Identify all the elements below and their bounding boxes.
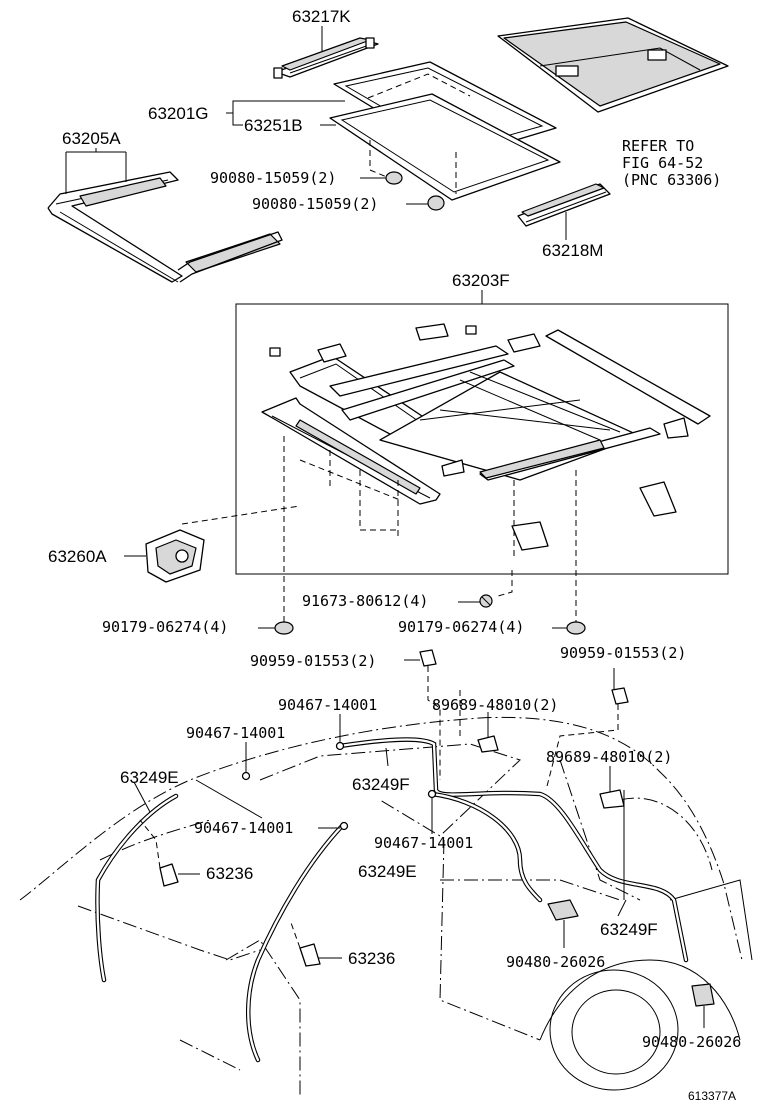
label-63205A: 63205A xyxy=(62,129,121,148)
valve-90480-a xyxy=(547,899,579,921)
label-63203F: 63203F xyxy=(452,271,510,290)
label-63251B: 63251B xyxy=(244,116,303,135)
screw-91673 xyxy=(479,594,493,608)
clip-90080-a xyxy=(385,171,403,185)
drain-hose-63249E-a xyxy=(95,793,179,983)
valve-90480-b xyxy=(691,983,715,1007)
clamp-90467-a xyxy=(335,741,345,751)
sunshade-panel xyxy=(497,17,729,113)
assembly-63203F xyxy=(181,323,711,624)
clip-63236-b xyxy=(299,943,321,967)
rail-63218M xyxy=(517,183,611,227)
label-89689-a: 89689-48010(2) xyxy=(432,696,558,714)
label-89689-b: 89689-48010(2) xyxy=(546,748,672,766)
label-refer-3: (PNC 63306) xyxy=(622,171,721,189)
label-63217K: 63217K xyxy=(292,7,351,26)
label-63201G: 63201G xyxy=(148,104,209,123)
label-90467-c: 90467-14001 xyxy=(194,819,293,837)
label-90467-a: 90467-14001 xyxy=(278,696,377,714)
label-63236-a: 63236 xyxy=(206,864,253,883)
label-refer-2: FIG 64-52 xyxy=(622,154,703,172)
label-90467-d: 90467-14001 xyxy=(374,834,473,852)
label-63249F-a: 63249F xyxy=(352,775,410,794)
clamp-90467-c xyxy=(339,821,349,831)
label-90080-b: 90080-15059(2) xyxy=(252,195,378,213)
label-90080-a: 90080-15059(2) xyxy=(210,169,336,187)
label-63249F-b: 63249F xyxy=(600,920,658,939)
motor-63260A xyxy=(145,529,205,583)
label-63218M: 63218M xyxy=(542,241,603,260)
drain-hose-63249F-a xyxy=(337,737,689,963)
car-body xyxy=(19,716,753,1096)
nut-90179-b xyxy=(566,621,586,635)
clip-63236-a xyxy=(159,863,179,887)
grommet-89689-a xyxy=(477,735,499,753)
label-90480-a: 90480-26026 xyxy=(506,953,605,971)
label-63236-b: 63236 xyxy=(348,949,395,968)
clamp-90467-b xyxy=(241,771,251,781)
clip-90959-a xyxy=(419,649,437,667)
label-90959-a: 90959-01553(2) xyxy=(250,652,376,670)
clip-90080-b xyxy=(427,195,445,211)
nut-90179-a xyxy=(274,621,294,635)
label-90959-b: 90959-01553(2) xyxy=(560,644,686,662)
label-63249E-b: 63249E xyxy=(358,862,417,881)
label-90480-b: 90480-26026 xyxy=(642,1033,741,1051)
label-63249E-a: 63249E xyxy=(120,768,179,787)
label-refer-1: REFER TO xyxy=(622,137,694,155)
weatherstrip-63251B xyxy=(329,93,561,201)
figure-number: 613377A xyxy=(688,1089,736,1103)
label-90179-a: 90179-06274(4) xyxy=(102,618,228,636)
label-90467-b: 90467-14001 xyxy=(186,724,285,742)
label-63260A: 63260A xyxy=(48,547,107,566)
clip-90959-b xyxy=(611,687,629,705)
frame-63205A xyxy=(47,171,283,283)
drain-hose-63249F-b xyxy=(429,791,543,903)
label-91673: 91673-80612(4) xyxy=(302,592,428,610)
clamp-90467-d xyxy=(427,789,437,799)
grommet-89689-b xyxy=(599,789,625,809)
drain-hose-63249E-b xyxy=(246,823,345,1063)
label-90179-b: 90179-06274(4) xyxy=(398,618,524,636)
deflector-63217K xyxy=(273,37,379,79)
